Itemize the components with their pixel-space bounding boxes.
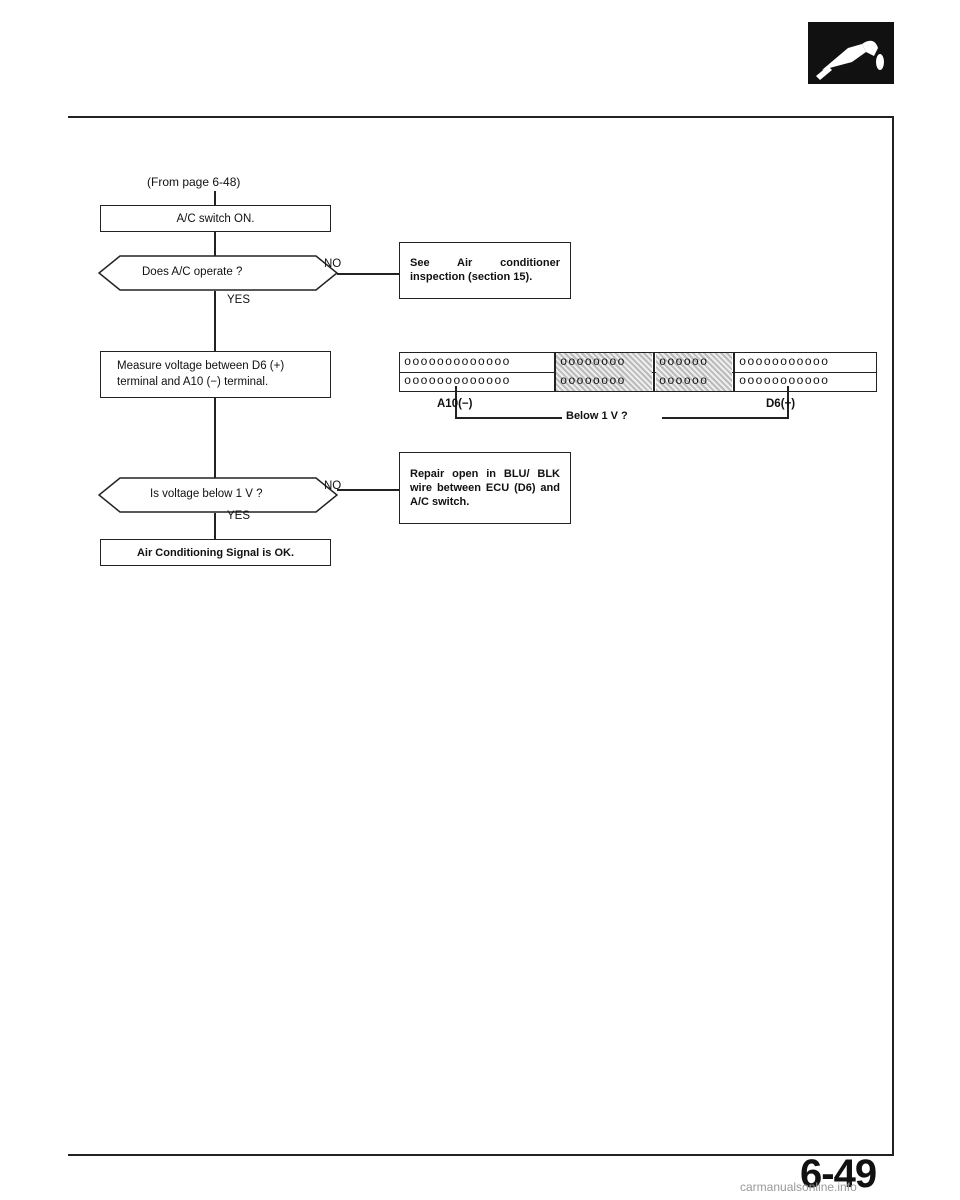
top-rule — [68, 116, 894, 118]
connector-row-a-mid2: oooooo — [659, 355, 709, 369]
connector-row-b-mid2: oooooo — [659, 374, 709, 388]
probe-lead-d6 — [787, 386, 789, 418]
connector-row-b-right: ooooooooooo — [739, 374, 830, 388]
from-page-label: (From page 6-48) — [147, 175, 241, 189]
repair-open-wire-box: Repair open in BLU/ BLK wire between ECU… — [399, 452, 571, 524]
pin-d6-label: D6(+) — [766, 398, 796, 410]
connector-row-a-left: ooooooooooooo — [404, 355, 511, 369]
ecu-connector: ooooooooooooo ooooooooooooo oooooooo ooo… — [399, 352, 877, 392]
repair-open-wire-text: Repair open in BLU/ BLK wire between ECU… — [410, 467, 560, 509]
step-ac-switch-on: A/C switch ON. — [100, 205, 331, 232]
bottom-rule — [68, 1154, 894, 1156]
decision-voltage-below — [98, 477, 338, 513]
q2-no-label: NO — [324, 480, 342, 492]
see-ac-inspection-box: See Air conditioner inspection (section … — [399, 242, 571, 299]
connector-shaded-block-1 — [556, 353, 652, 391]
connector-shaded-block-2 — [656, 353, 732, 391]
see-ac-inspection-text: See Air conditioner inspection (section … — [410, 256, 560, 283]
connector-row-b-mid1: oooooooo — [560, 374, 626, 388]
q1-yes-label: YES — [227, 294, 251, 306]
q1-no-label: NO — [324, 258, 342, 270]
decision-ac-operate — [98, 255, 338, 291]
connector-row-a-mid1: oooooooo — [560, 355, 626, 369]
pin-a10-label: A10(−) — [437, 398, 473, 410]
connector-row-a-right: ooooooooooo — [739, 355, 830, 369]
measure-below-1v-label: Below 1 V ? — [566, 410, 628, 422]
probe-lead-a10 — [455, 386, 457, 418]
connector-row-b-left: ooooooooooooo — [404, 374, 511, 388]
decision-ac-operate-label: Does A/C operate ? — [142, 266, 243, 278]
fuel-nozzle-icon — [808, 22, 894, 84]
step-measure-voltage-text: Measure voltage between D6 (+) terminal … — [117, 359, 285, 388]
page-number: 6-49 — [800, 1152, 877, 1196]
q2-yes-label: YES — [227, 510, 251, 522]
decision-voltage-below-label: Is voltage below 1 V ? — [150, 488, 263, 500]
result-signal-ok: Air Conditioning Signal is OK. — [100, 539, 331, 566]
watermark-text: carmanualsonline.info — [740, 1180, 857, 1194]
step-measure-voltage: Measure voltage between D6 (+) terminal … — [100, 351, 331, 398]
right-rule — [892, 116, 894, 1156]
